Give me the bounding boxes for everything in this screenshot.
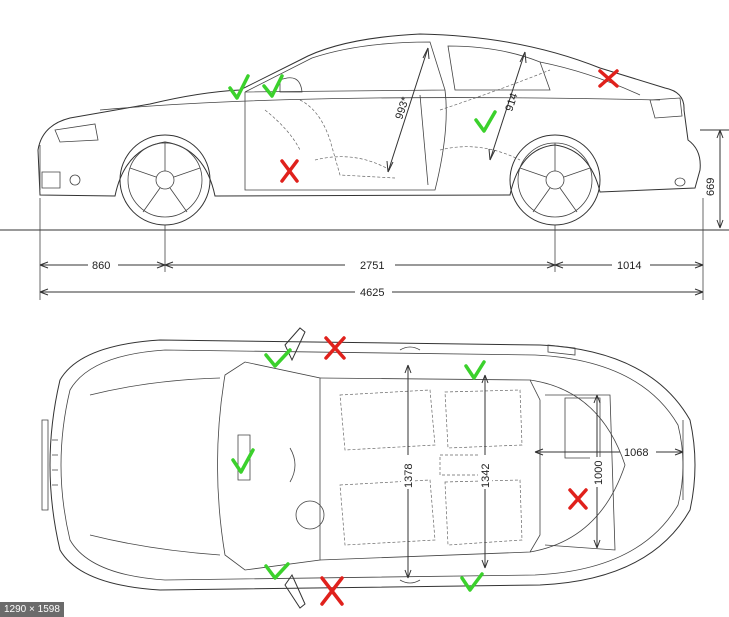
red-cross-marks bbox=[280, 69, 619, 606]
cross-mark bbox=[598, 69, 619, 88]
dim-wheelbase: 2751 bbox=[360, 260, 384, 272]
side-view-car bbox=[0, 33, 729, 231]
dim-total-length: 4625 bbox=[360, 287, 384, 299]
cross-mark bbox=[568, 488, 588, 510]
height-dimension: 669 bbox=[700, 129, 729, 229]
door-opening-dimension: 993* bbox=[386, 47, 430, 173]
check-mark bbox=[231, 448, 255, 474]
dim-front-width: 1378 bbox=[403, 464, 415, 488]
check-mark bbox=[474, 110, 497, 133]
check-mark bbox=[262, 74, 284, 98]
dim-trunk-width: 1000 bbox=[593, 461, 605, 485]
check-mark bbox=[264, 562, 290, 580]
dim-trunk-length: 1068 bbox=[624, 447, 648, 459]
dim-front-overhang: 860 bbox=[92, 260, 110, 272]
trunk-length-dimension: 1068 bbox=[534, 420, 684, 500]
cross-mark bbox=[320, 576, 344, 606]
cross-mark bbox=[324, 336, 346, 360]
dim-height: 669 bbox=[705, 178, 717, 196]
front-wheel bbox=[119, 134, 211, 226]
cross-mark bbox=[280, 159, 299, 183]
dim-door-opening: 993* bbox=[393, 95, 412, 121]
image-size-badge: 1290 × 1598 bbox=[0, 602, 64, 617]
dim-rear-width: 1342 bbox=[480, 464, 492, 488]
rear-wheel bbox=[509, 134, 601, 226]
dim-rear-overhang: 1014 bbox=[617, 260, 641, 272]
check-mark bbox=[228, 74, 250, 100]
dim-rear-opening: 914 bbox=[503, 92, 520, 113]
front-width-dimension: 1378 bbox=[401, 364, 415, 579]
length-dimensions: 860 2751 1014 4625 bbox=[39, 198, 704, 300]
check-mark bbox=[464, 360, 486, 380]
trunk-width-dimension: 1000 bbox=[590, 394, 605, 549]
check-mark bbox=[460, 572, 484, 592]
rear-width-dimension: 1342 bbox=[478, 374, 492, 569]
check-mark bbox=[264, 348, 292, 368]
rear-opening-dimension: 914 bbox=[488, 51, 527, 161]
green-check-marks bbox=[228, 74, 497, 592]
